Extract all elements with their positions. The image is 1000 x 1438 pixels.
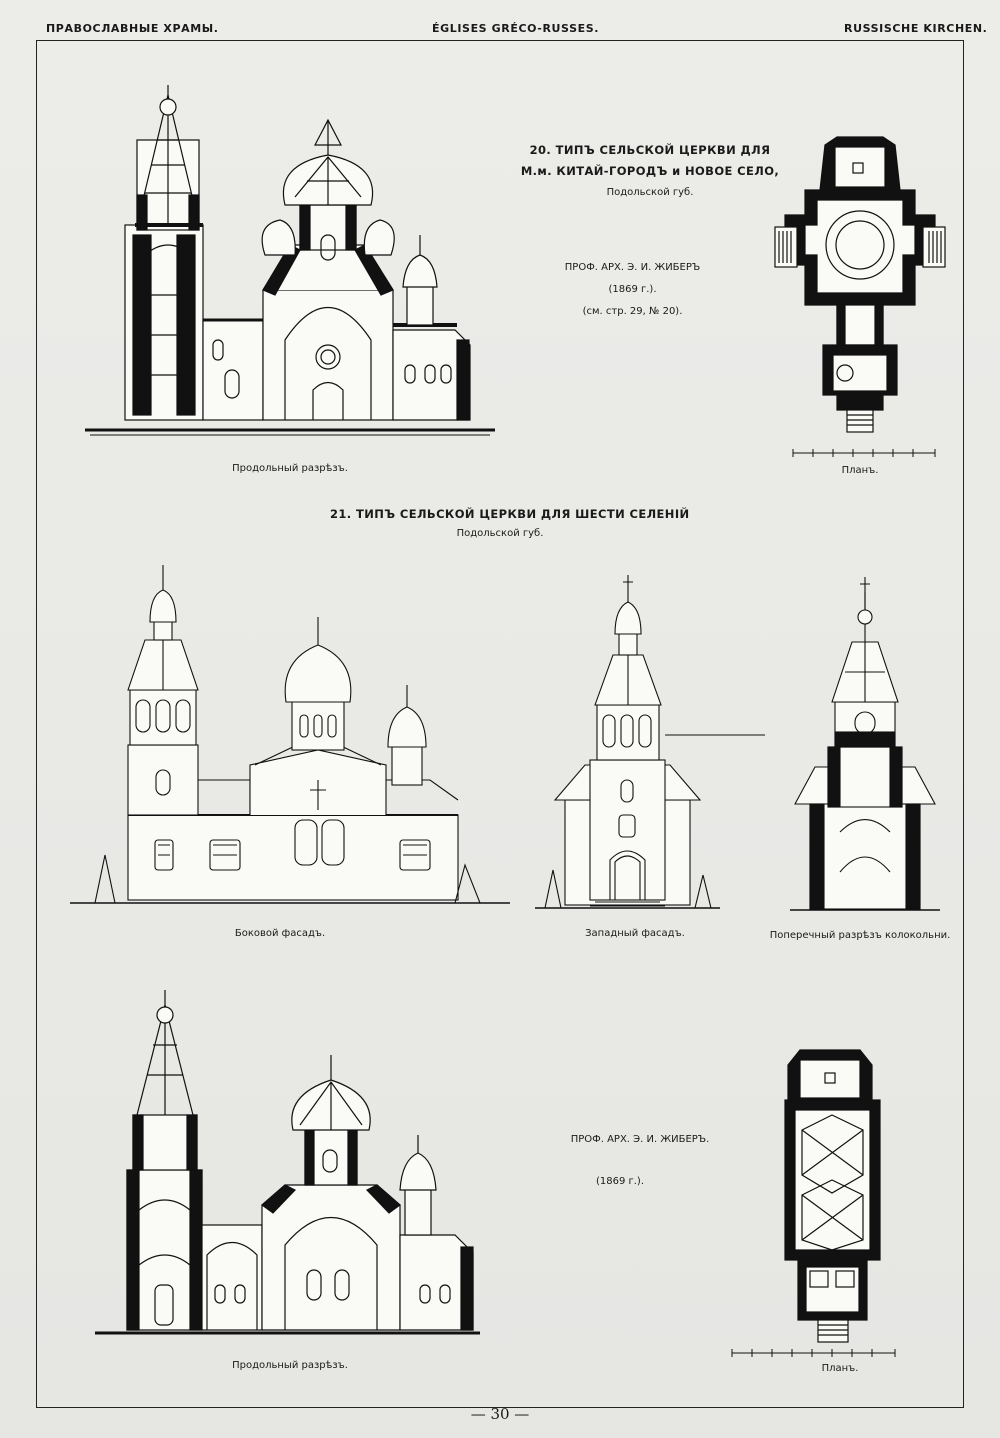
s21-caption-west: Западный фасадъ.: [585, 928, 685, 939]
s21-caption-bell: Поперечный разрѣзъ колокольни.: [769, 930, 951, 941]
header-left: ПРАВОСЛАВНЫЕ ХРАМЫ.: [46, 22, 219, 35]
s21-plan-drawing: [731, 1049, 896, 1357]
s21-region: Подольской губ.: [456, 528, 544, 539]
s21-bell-tower-section-drawing: [790, 577, 940, 911]
s21-architect: ПРОФ. АРХ. Э. И. ЖИБЕРЪ.: [570, 1134, 710, 1145]
s20-longitudinal-section-drawing: [85, 85, 495, 436]
s20-ref: (см. стр. 29, № 20).: [582, 306, 683, 317]
s21-caption-section: Продольный разрѣзъ.: [232, 1360, 348, 1371]
s21-caption-side: Боковой фасадъ.: [234, 928, 326, 939]
header-center: ÉGLISES GRÉCO-RUSSES.: [432, 22, 600, 35]
s21-year: (1869 г.).: [595, 1176, 645, 1187]
s20-architect: ПРОФ. АРХ. Э. И. ЖИБЕРЪ: [564, 262, 701, 273]
s20-plan-drawing: [774, 136, 946, 457]
s20-year: (1869 г.).: [608, 284, 657, 295]
s21-longitudinal-section-drawing: [95, 990, 480, 1335]
s20-caption-section: Продольный разрѣзъ.: [232, 463, 348, 474]
s21-west-facade-drawing: [535, 575, 765, 909]
page-number: — 30 —: [470, 1405, 530, 1423]
s20-caption-plan: Планъ.: [841, 465, 879, 476]
s21-caption-plan: Планъ.: [821, 1363, 859, 1374]
header-right: RUSSISCHE KIRCHEN.: [844, 22, 988, 35]
s21-title: 21. ТИПЪ СЕЛЬСКОЙ ЦЕРКВИ ДЛЯ ШЕСТИ СЕЛЕН…: [330, 507, 690, 521]
s21-side-facade-drawing: [70, 565, 510, 904]
s20-region: Подольской губ.: [606, 187, 694, 198]
plate-frame: [36, 40, 964, 1408]
s20-title-line2: М.м. КИТАЙ-ГОРОДЪ и НОВОЕ СЕЛО,: [520, 164, 780, 178]
s20-title-line1: 20. ТИПЪ СЕЛЬСКОЙ ЦЕРКВИ ДЛЯ: [529, 143, 771, 157]
